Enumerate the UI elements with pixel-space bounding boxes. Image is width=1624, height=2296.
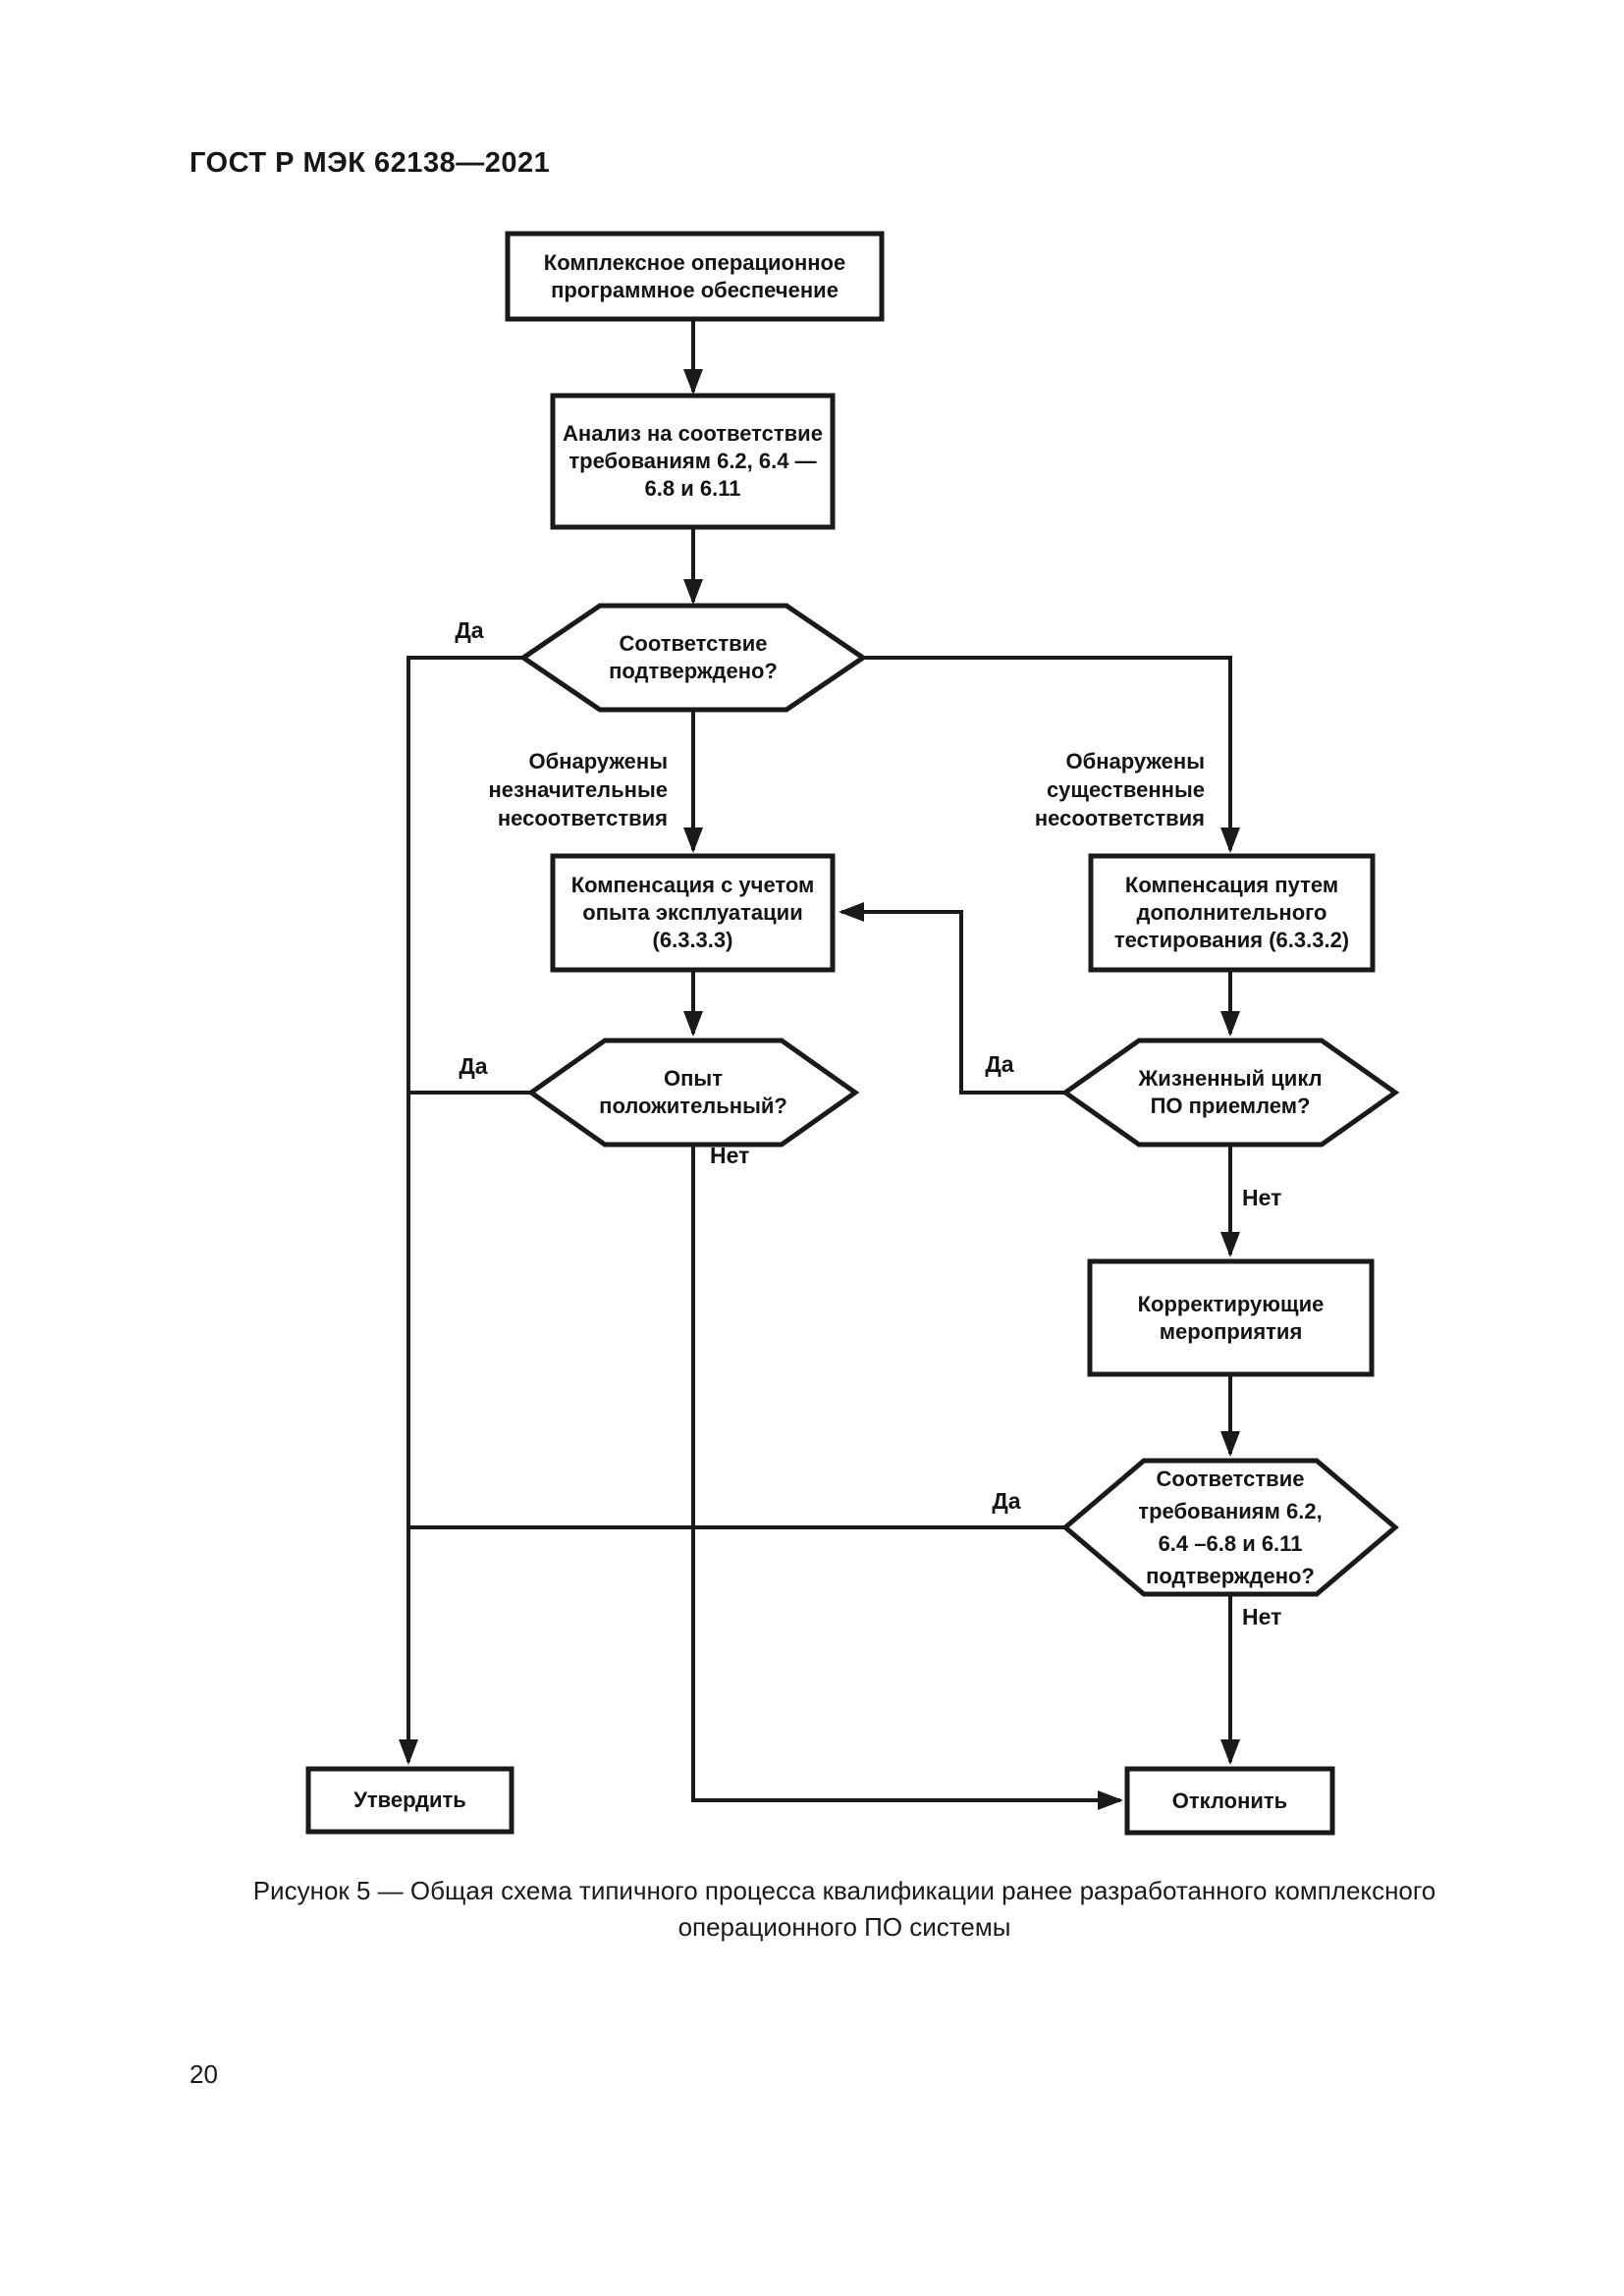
label-no-final-conformity: Нет bbox=[1242, 1604, 1282, 1629]
connector-group bbox=[399, 319, 1240, 1810]
connector-conformity-major-to-testing bbox=[863, 656, 1240, 853]
label-yes-lifecycle: Да bbox=[985, 1051, 1014, 1077]
node-approve: Утвердить bbox=[353, 1788, 466, 1812]
node-final-conformity-decision: Соответствие требованиям 6.2, 6.4 –6.8 и… bbox=[1138, 1467, 1323, 1588]
comp-experience-box-shape bbox=[550, 853, 836, 973]
node-lifecycle-decision: Жизненный цикл ПО приемлем? bbox=[1138, 1066, 1323, 1118]
node-comp-experience: Компенсация с учетом опыта эксплуатации … bbox=[570, 873, 815, 952]
node-corrective: Корректирующие мероприятия bbox=[1137, 1291, 1325, 1344]
corrective-box-shape bbox=[1087, 1258, 1375, 1377]
label-no-experience: Нет bbox=[710, 1143, 750, 1168]
figure-caption: Рисунок 5 — Общая схема типичного процес… bbox=[252, 1876, 1436, 1942]
node-experience-decision: Опыт положительный? bbox=[599, 1066, 787, 1118]
approve-box-shape bbox=[305, 1766, 514, 1835]
shape-group bbox=[305, 231, 1400, 1836]
connector-conformity-yes-to-approve bbox=[399, 656, 523, 1765]
connector-lifecycle-yes-to-experience-box bbox=[839, 902, 1065, 1095]
connector-experience-no-to-reject bbox=[691, 1145, 1123, 1810]
experience-decision-shape bbox=[526, 1038, 860, 1148]
node-comp-testing: Компенсация путем дополнительного тестир… bbox=[1113, 873, 1350, 952]
comp-testing-box-shape bbox=[1088, 853, 1376, 973]
label-yes-final-conformity: Да bbox=[992, 1488, 1021, 1514]
document-header: ГОСТ Р МЭК 62138—2021 bbox=[189, 147, 551, 179]
label-minor-nonconformities: Обнаружены незначительные несоответствия bbox=[488, 749, 668, 830]
label-no-lifecycle: Нет bbox=[1242, 1185, 1282, 1210]
page-number: 20 bbox=[189, 2059, 218, 2089]
lifecycle-decision-shape bbox=[1060, 1038, 1400, 1148]
node-reject: Отклонить bbox=[1171, 1788, 1288, 1813]
node-source: Комплексное операционное программное обе… bbox=[543, 249, 846, 302]
node-conformity-decision: Соответствие подтверждено? bbox=[609, 631, 778, 683]
label-yes-experience: Да bbox=[459, 1053, 488, 1079]
node-analysis: Анализ на соответствие требованиям 6.2, … bbox=[563, 421, 823, 501]
label-major-nonconformities: Обнаружены существенные несоответствия bbox=[1034, 749, 1205, 830]
final-conformity-decision-shape bbox=[1061, 1458, 1399, 1597]
analysis-box-shape bbox=[550, 393, 836, 530]
reject-box-shape bbox=[1124, 1766, 1335, 1836]
source-box-shape bbox=[505, 231, 885, 322]
conformity-decision-shape bbox=[518, 603, 868, 713]
label-yes-conformity: Да bbox=[455, 617, 484, 643]
